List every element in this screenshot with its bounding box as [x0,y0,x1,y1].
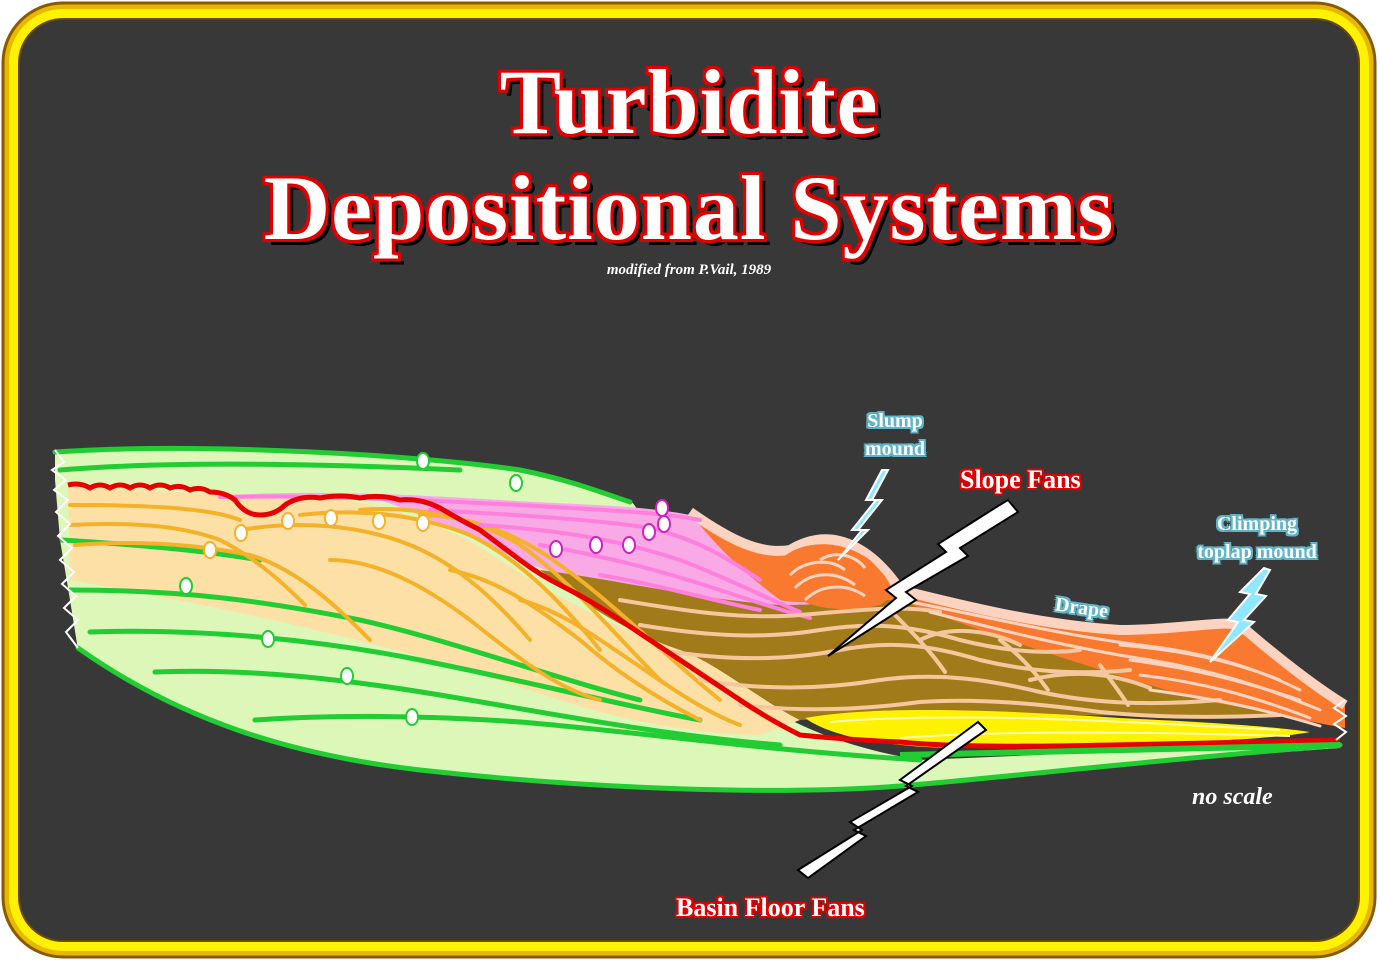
title-line-1: Turbidite [499,51,879,153]
basin-floor-fan-lines [829,716,1291,739]
marker-dot [324,509,338,527]
climbing-mound-pointer-bolt [1209,566,1272,663]
marker-dot [179,577,193,595]
marker-dot [234,524,248,542]
well-markers-green [179,452,523,726]
slope-fans-pointer-bolt [827,498,1020,657]
pink-layer-lines [218,494,812,620]
slump-mound-pointer-bolt [837,469,890,561]
drape-lines [898,598,1322,728]
subtitle-credit: modified from P.Vail, 1989 [606,262,772,278]
marker-dot [416,452,430,470]
marker-dot [657,515,671,533]
no-scale-note: no scale [1192,784,1273,810]
basin-floor-fans-pointer-bolt [796,720,988,880]
marker-dot [281,512,295,530]
climbing-label-line1: Climping [1216,513,1298,535]
prograding-wedge [68,485,800,735]
marker-dot [405,708,419,726]
slump-mound-label-line1: Slump [867,410,923,432]
marker-dot [509,474,523,492]
marker-dot [416,514,430,532]
climbing-toplap-mound-label: Climping toplap mound [1172,510,1342,566]
slope-fan-lines [618,598,1282,719]
basin-floor-fan [805,710,1310,748]
marker-dot [589,536,603,554]
marker-dot [549,540,563,558]
marker-dot [642,523,656,541]
climbing-label-line2: toplap mound [1197,541,1317,563]
shelf-strata-lines [52,445,1343,793]
marker-dot [622,536,636,554]
slump-mound-arcs [788,553,867,602]
marker-dot [203,541,217,559]
slump-mound-label-line2: mound [864,438,926,460]
slope-fans-label: Slope Fans [960,465,1081,494]
pink-wedge [230,492,830,620]
marker-dot [655,499,669,517]
jagged-right-edge [1332,699,1348,741]
basin-floor-fans-label: Basin Floor Fans [676,893,865,922]
title-line-2: Depositional Systems [263,157,1115,259]
drape-outline [687,507,1348,710]
sequence-boundary [67,481,1341,749]
marker-dot [340,667,354,685]
slump-mound-label: Slump mound [850,407,940,463]
basin-baseline [899,742,1341,758]
marker-dot [372,512,386,530]
well-markers-pink [549,499,671,558]
marker-dot [261,630,275,648]
jagged-left-edge [50,449,80,649]
well-markers-tan [203,509,430,559]
